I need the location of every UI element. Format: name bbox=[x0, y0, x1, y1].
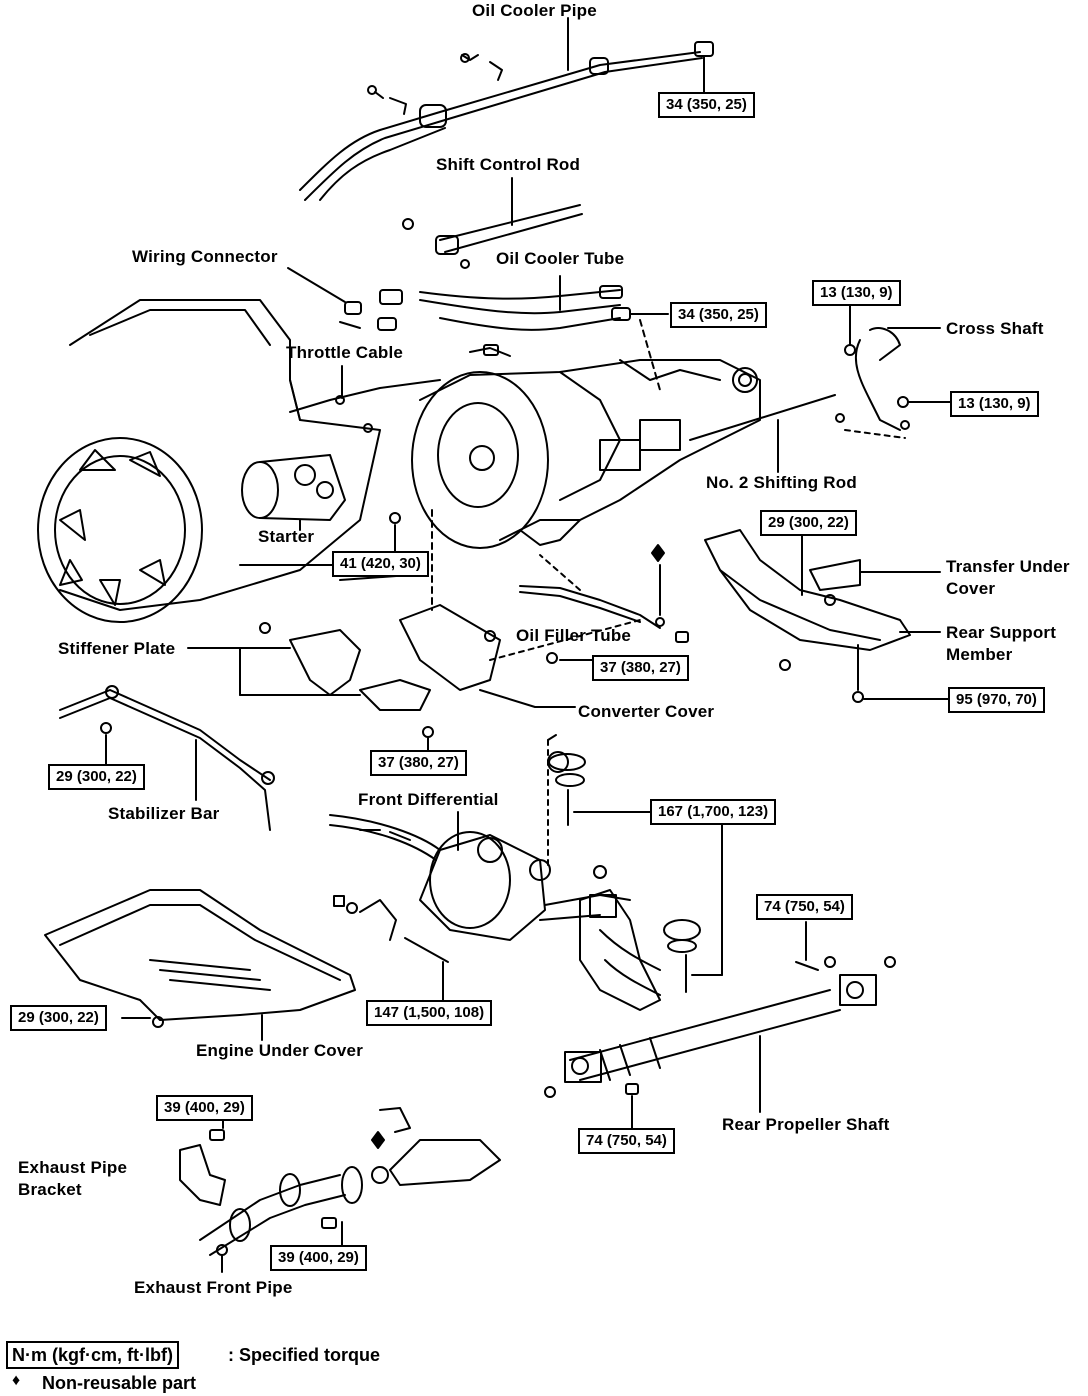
starter-drawing bbox=[241, 454, 346, 531]
stabilizer-bar-drawing bbox=[59, 685, 275, 831]
label-oil-filler-tube: Oil Filler Tube bbox=[516, 626, 632, 645]
rear-support-member-drawing bbox=[704, 529, 949, 703]
engine-block-drawing bbox=[37, 299, 381, 623]
torque-cross-shaft-upper: 13 (130, 9) bbox=[812, 280, 901, 306]
torque-exhaust-pipe: 39 (400, 29) bbox=[270, 1245, 367, 1271]
label-exhaust-front-pipe: Exhaust Front Pipe bbox=[134, 1278, 293, 1297]
wiring-connector-drawing bbox=[287, 267, 403, 331]
label-engine-under-cover: Engine Under Cover bbox=[196, 1041, 364, 1060]
label-throttle-cable: Throttle Cable bbox=[286, 343, 404, 362]
label-exhaust-pipe-bracket-line2: Bracket bbox=[18, 1180, 82, 1199]
label-transfer-under-cover: Transfer Under bbox=[946, 557, 1070, 576]
label-rear-support-member-line2: Member bbox=[946, 645, 1013, 664]
oil-cooler-pipe-drawing bbox=[299, 17, 714, 201]
transmission-drawing bbox=[411, 319, 836, 611]
label-converter-cover: Converter Cover bbox=[578, 702, 715, 721]
legend-nonreusable-description: Non-reusable part bbox=[42, 1373, 197, 1393]
torque-front-diff-bolt: 147 (1,500, 108) bbox=[366, 1000, 493, 1026]
torque-rear-support-member: 95 (970, 70) bbox=[948, 687, 1045, 713]
engine-under-cover-drawing bbox=[44, 889, 356, 1041]
label-front-differential: Front Differential bbox=[358, 790, 499, 809]
torque-starter: 41 (420, 30) bbox=[332, 551, 429, 577]
label-exhaust-pipe-bracket: Exhaust Pipe bbox=[18, 1158, 128, 1177]
torque-stiffener-plate: 37 (380, 27) bbox=[370, 750, 467, 776]
torque-propeller-shaft-lower: 74 (750, 54) bbox=[578, 1128, 675, 1154]
torque-stabilizer-bar: 29 (300, 22) bbox=[48, 764, 145, 790]
oil-cooler-tube-drawing bbox=[419, 275, 669, 357]
front-differential-drawing bbox=[329, 734, 723, 1011]
legend-torque-description: : Specified torque bbox=[228, 1345, 381, 1365]
torque-engine-under-cover: 29 (300, 22) bbox=[10, 1005, 107, 1031]
label-oil-cooler-pipe: Oil Cooler Pipe bbox=[472, 1, 597, 20]
oil-filler-tube-drawing bbox=[519, 544, 689, 643]
label-no2-shifting-rod: No. 2 Shifting Rod bbox=[706, 473, 857, 492]
label-stabilizer-bar: Stabilizer Bar bbox=[108, 804, 220, 823]
label-shift-control-rod: Shift Control Rod bbox=[436, 155, 581, 174]
legend-torque-unit: N·m (kgf·cm, ft·lbf) bbox=[6, 1341, 179, 1369]
label-rear-propeller-shaft: Rear Propeller Shaft bbox=[722, 1115, 890, 1134]
label-starter: Starter bbox=[258, 527, 315, 546]
label-wiring-connector: Wiring Connector bbox=[132, 247, 278, 266]
torque-propeller-shaft-upper: 74 (750, 54) bbox=[756, 894, 853, 920]
shift-control-rod-drawing bbox=[402, 177, 583, 269]
torque-front-diff-mount: 167 (1,700, 123) bbox=[650, 799, 777, 825]
label-stiffener-plate: Stiffener Plate bbox=[58, 639, 176, 658]
legend-nonreusable-icon: ♦ bbox=[12, 1372, 21, 1389]
torque-converter-cover: 37 (380, 27) bbox=[592, 655, 689, 681]
torque-transfer-cover: 29 (300, 22) bbox=[760, 510, 857, 536]
label-oil-cooler-tube: Oil Cooler Tube bbox=[496, 249, 625, 268]
torque-oil-cooler-tube: 34 (350, 25) bbox=[670, 302, 767, 328]
label-rear-support-member: Rear Support bbox=[946, 623, 1057, 642]
label-transfer-under-cover-line2: Cover bbox=[946, 579, 996, 598]
torque-exhaust-bracket: 39 (400, 29) bbox=[156, 1095, 253, 1121]
cross-shaft-drawing bbox=[777, 304, 951, 473]
rear-propeller-shaft-drawing bbox=[544, 921, 896, 1129]
torque-oil-cooler-pipe: 34 (350, 25) bbox=[658, 92, 755, 118]
label-cross-shaft: Cross Shaft bbox=[946, 319, 1044, 338]
stiffener-and-converter-cover-drawing bbox=[187, 512, 641, 751]
torque-cross-shaft-lower: 13 (130, 9) bbox=[950, 391, 1039, 417]
